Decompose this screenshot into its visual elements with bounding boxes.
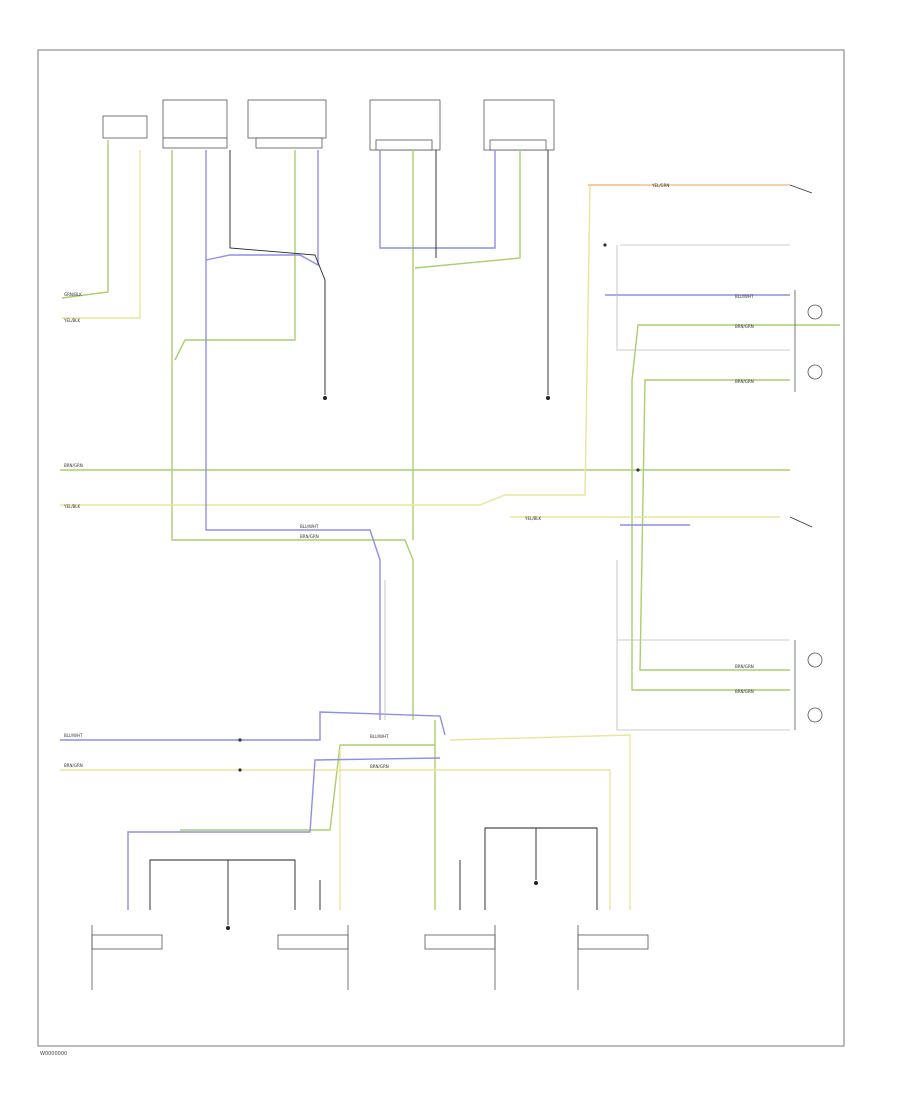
splice-dot: [636, 468, 640, 472]
wires-yellow: [60, 150, 780, 910]
wire-label: YEL/BLK: [524, 516, 542, 521]
ground-icon: [546, 396, 550, 400]
wire-label: YEL/BLK: [63, 318, 81, 323]
splice-dot: [603, 243, 607, 247]
ground-icon: [226, 926, 230, 930]
bottom-connectors: [91, 925, 649, 990]
splice-dot: [238, 768, 242, 772]
switch-icon: [789, 516, 813, 528]
passenger-door-module-connector: [247, 99, 327, 139]
splice-dots: [238, 243, 640, 772]
ground-symbols: [226, 396, 550, 930]
lamp-icon: [807, 707, 823, 723]
rear-lamp-connector: [91, 934, 163, 950]
passenger-lock-actuator-connector: [162, 99, 228, 139]
driver-header-bar: [375, 139, 433, 151]
wires-blue: [60, 150, 790, 910]
rear-lamp-connector: [424, 934, 496, 950]
wire-label: BRN/GRN: [300, 534, 319, 539]
driver-module-header-bar: [489, 139, 547, 151]
top-connectors: [102, 99, 555, 151]
ground-icon: [534, 881, 538, 885]
page-code: W0000000: [40, 1051, 67, 1057]
wire-label: YEL/BLK: [63, 504, 81, 509]
wire-label: YEL/GRN: [651, 183, 669, 188]
wire-label: BRN/GRN: [64, 463, 83, 468]
wire-label: BRN/GRN: [735, 324, 754, 329]
wire-label: BLU/WHT: [64, 733, 83, 738]
wire-labels: GRN/BLK YEL/BLK BRN/GRN YEL/BLK BLU/WHT …: [63, 183, 754, 769]
wire-label: GRN/BLK: [64, 292, 82, 297]
switch-icon: [789, 184, 813, 194]
lamp-icon: [807, 364, 823, 380]
lamp-icon: [807, 652, 823, 668]
ground-icon: [323, 396, 327, 400]
passenger-module-header-bar: [255, 137, 323, 149]
splice-dot: [238, 738, 242, 742]
wire-label: BRN/GRN: [735, 379, 754, 384]
wire-label: BRN/GRN: [735, 664, 754, 669]
wire-label: BLU/WHT: [370, 734, 389, 739]
wires-green: [60, 140, 840, 910]
lamp-icon: [807, 304, 823, 320]
diagram-frame: [37, 49, 845, 1047]
wire-label: BRN/GRN: [370, 764, 389, 769]
rear-lamp-connector: [277, 934, 349, 950]
wires-grey: [384, 244, 790, 731]
wire-label: BLU/WHT: [735, 294, 754, 299]
wires-black: [149, 150, 598, 925]
rear-lamp-connector: [577, 934, 649, 950]
right-side-components: [789, 184, 823, 730]
sensor-connector: [102, 115, 148, 139]
wire-label: BRN/GRN: [735, 689, 754, 694]
wire-label: BLU/WHT: [300, 524, 319, 529]
wire-label: BRN/GRN: [64, 763, 83, 768]
passenger-header-bar: [162, 137, 228, 149]
